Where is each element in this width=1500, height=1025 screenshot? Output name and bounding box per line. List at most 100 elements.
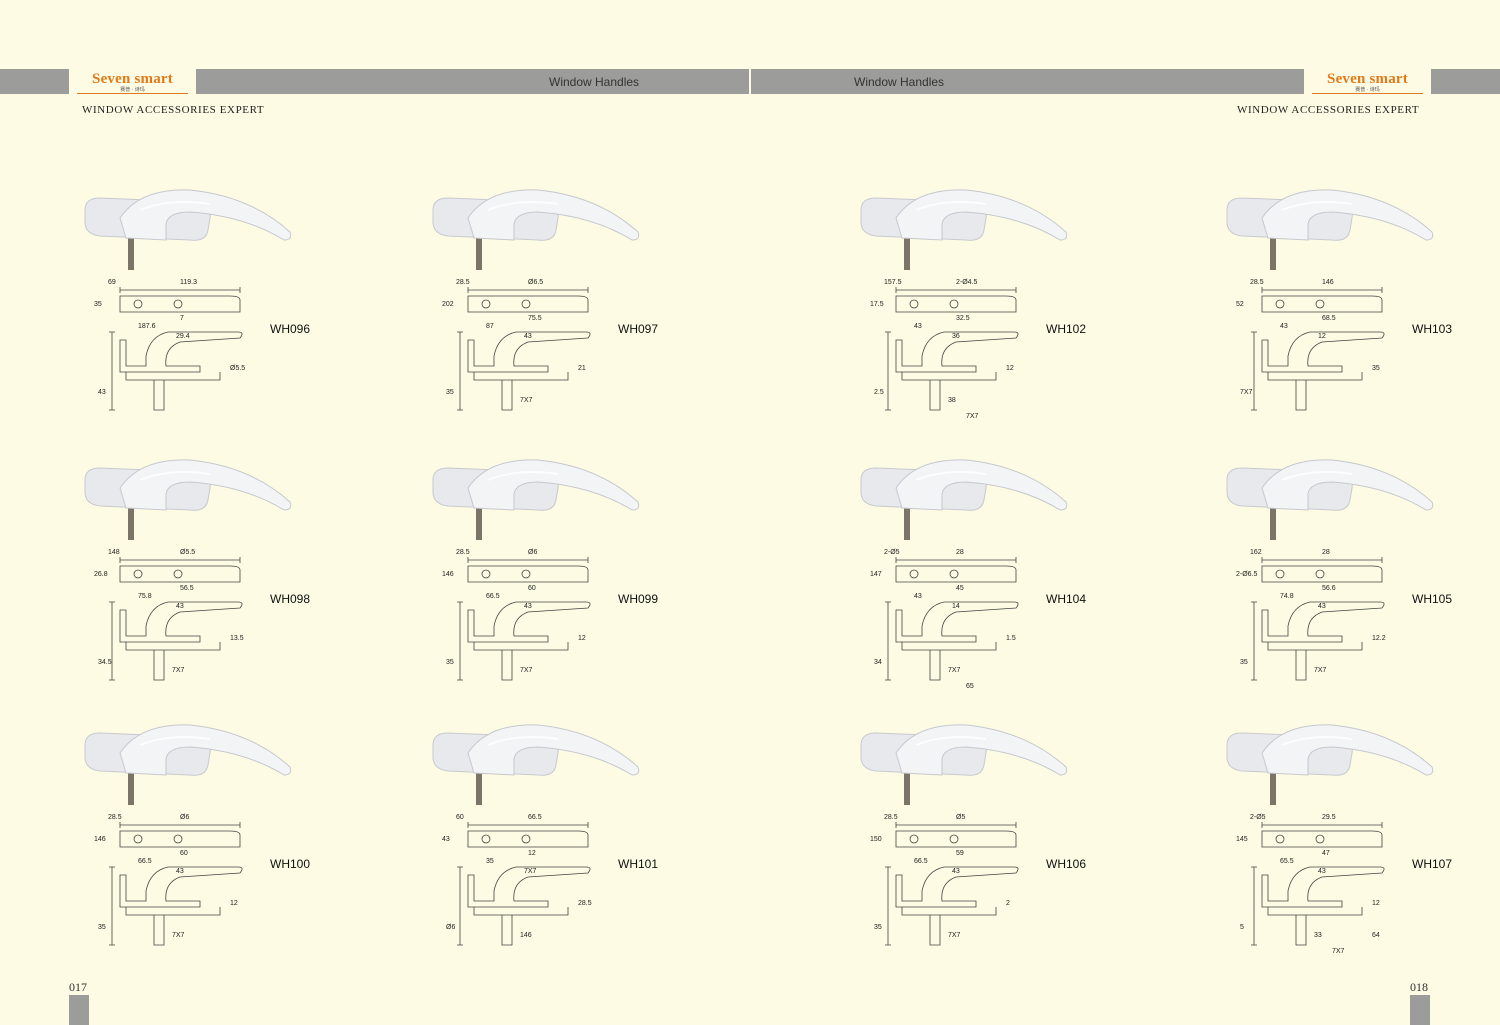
dimension-label: 43 xyxy=(1318,603,1326,610)
dimension-label: 68.5 xyxy=(1322,315,1336,322)
dimension-label: 35 xyxy=(98,924,106,931)
dimension-label: 29.5 xyxy=(1322,814,1336,821)
dimension-label: 7X7 xyxy=(172,667,185,674)
dimension-label: 28.5 xyxy=(884,814,898,821)
dimension-label: Ø6.5 xyxy=(528,279,543,286)
dimension-label: 2 xyxy=(1006,900,1010,907)
dimension-label: 43 xyxy=(176,868,184,875)
dimension-label: 43 xyxy=(98,389,106,396)
model-code: WH100 xyxy=(270,857,311,871)
dimension-label: Ø6 xyxy=(446,924,455,931)
model-code: WH096 xyxy=(270,322,311,336)
dimension-label: 7X7 xyxy=(172,932,185,939)
dimension-label: Ø5 xyxy=(956,814,965,821)
dimension-label: 12.2 xyxy=(1372,635,1386,642)
dimension-label: 2-Ø4.5 xyxy=(956,279,978,286)
dimension-label: 28.5 xyxy=(1250,279,1264,286)
page-bar-right xyxy=(1410,995,1430,1025)
left-section-title: Window Handles xyxy=(549,75,640,89)
dimension-label: 162 xyxy=(1250,549,1262,556)
dimension-label: 12 xyxy=(578,635,586,642)
dimension-label: 32.5 xyxy=(956,315,970,322)
dimension-label: 35 xyxy=(1240,659,1248,666)
dimension-label: 187.6 xyxy=(138,323,156,330)
tagline-right: WINDOW ACCESSORIES EXPERT xyxy=(1237,104,1420,116)
dimension-label: 35 xyxy=(1372,365,1380,372)
dimension-label: 7X7 xyxy=(948,667,961,674)
dimension-label: 28.5 xyxy=(578,900,592,907)
dimension-label: 12 xyxy=(1372,900,1380,907)
dimension-label: 43 xyxy=(524,603,532,610)
dimension-label: 34.5 xyxy=(98,659,112,666)
dimension-label: 7X7 xyxy=(520,667,533,674)
dimension-label: 7X7 xyxy=(1332,948,1345,955)
dimension-label: 35 xyxy=(486,858,494,865)
dimension-label: 28 xyxy=(956,549,964,556)
dimension-label: 65.5 xyxy=(1280,858,1294,865)
model-code: WH104 xyxy=(1046,592,1087,606)
model-code: WH102 xyxy=(1046,322,1087,336)
model-code: WH106 xyxy=(1046,857,1087,871)
dimension-label: 146 xyxy=(442,571,454,578)
dimension-label: 52 xyxy=(1236,301,1244,308)
page-number-left: 017 xyxy=(69,980,87,994)
dimension-label: 60 xyxy=(528,585,536,592)
dimension-label: 146 xyxy=(1322,279,1334,286)
dimension-label: 2-Ø6.5 xyxy=(1236,571,1258,578)
dimension-label: 69 xyxy=(108,279,116,286)
dimension-label: 13.5 xyxy=(230,635,244,642)
dimension-label: 119.3 xyxy=(180,279,197,286)
dimension-label: 33 xyxy=(1314,932,1322,939)
dimension-label: 66.5 xyxy=(486,593,500,600)
dimension-label: 75.8 xyxy=(138,593,152,600)
dimension-label: 35 xyxy=(446,659,454,666)
dimension-label: 28.5 xyxy=(456,549,470,556)
model-code: WH098 xyxy=(270,592,311,606)
dimension-label: 43 xyxy=(176,603,184,610)
dimension-label: Ø5.5 xyxy=(180,549,195,556)
dimension-label: 60 xyxy=(456,814,464,821)
model-code: WH099 xyxy=(618,592,659,606)
dimension-label: 7X7 xyxy=(948,932,961,939)
dimension-label: 5 xyxy=(1240,924,1244,931)
dimension-label: 2.5 xyxy=(874,389,884,396)
model-code: WH101 xyxy=(618,857,659,871)
page-number-right: 018 xyxy=(1410,980,1428,994)
dimension-label: 56.6 xyxy=(1322,585,1336,592)
dimension-label: 14 xyxy=(952,603,960,610)
model-code: WH103 xyxy=(1412,322,1453,336)
dimension-label: Ø5.5 xyxy=(230,365,245,372)
dimension-label: 7X7 xyxy=(1314,667,1327,674)
dimension-label: 28.5 xyxy=(108,814,122,821)
dimension-label: 65 xyxy=(966,683,974,690)
brand-logo-left: Seven smart 赛普 · 诗玛 xyxy=(69,68,196,96)
dimension-label: 12 xyxy=(528,850,536,857)
dimension-label: 7X7 xyxy=(520,397,533,404)
dimension-label: 43 xyxy=(914,323,922,330)
dimension-label: 28 xyxy=(1322,549,1330,556)
dimension-label: 38 xyxy=(948,397,956,404)
dimension-label: 2-Ø5 xyxy=(1250,814,1266,821)
dimension-label: 60 xyxy=(180,850,188,857)
dimension-label: 7X7 xyxy=(524,868,537,875)
dimension-label: 75.5 xyxy=(528,315,542,322)
dimension-label: 202 xyxy=(442,301,454,308)
dimension-label: 64 xyxy=(1372,932,1380,939)
dimension-label: 21 xyxy=(578,365,586,372)
